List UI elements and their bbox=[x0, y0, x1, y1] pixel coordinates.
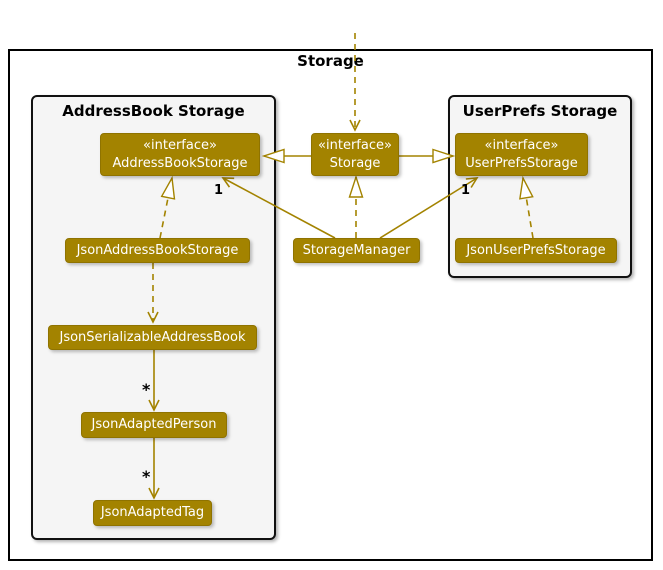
class-storagemanager: StorageManager bbox=[293, 238, 420, 263]
edge-jsonaddressbookstorage-implements bbox=[159, 178, 172, 239]
class-jsonserializableaddressbook-name: JsonSerializableAddressBook bbox=[59, 329, 246, 345]
frame-title: Storage bbox=[297, 52, 364, 70]
class-jsonuserprefsstorage-name: JsonUserPrefsStorage bbox=[466, 242, 606, 258]
package-addressbook-storage-title: AddressBook Storage bbox=[62, 102, 245, 120]
class-jsonadaptedtag: JsonAdaptedTag bbox=[93, 500, 212, 526]
class-jsonserializableaddressbook: JsonSerializableAddressBook bbox=[48, 325, 257, 350]
class-addressbookstorage-name: AddressBookStorage bbox=[112, 155, 248, 171]
class-storagemanager-name: StorageManager bbox=[302, 242, 411, 258]
class-userprefsstorage-name: UserPrefsStorage bbox=[465, 155, 578, 171]
package-userprefs-storage-title: UserPrefs Storage bbox=[462, 102, 618, 120]
multiplicity-serializable-person: * bbox=[142, 380, 151, 399]
class-jsonadaptedperson-name: JsonAdaptedPerson bbox=[91, 417, 217, 432]
class-jsonuserprefsstorage: JsonUserPrefsStorage bbox=[455, 238, 617, 263]
multiplicity-manager-userprefs: 1 bbox=[461, 183, 471, 198]
class-userprefsstorage-interface: «interface» UserPrefsStorage bbox=[455, 133, 588, 176]
class-storage-stereotype: «interface» bbox=[318, 137, 392, 153]
storage-frame bbox=[8, 49, 653, 561]
class-storage-name: Storage bbox=[329, 155, 381, 171]
multiplicity-person-tag: * bbox=[142, 467, 151, 486]
class-addressbookstorage-interface: «interface» AddressBookStorage bbox=[100, 133, 260, 176]
edge-storagemanager-assoc-userprefsstorage bbox=[379, 177, 479, 239]
class-jsonadaptedtag-name: JsonAdaptedTag bbox=[100, 505, 205, 520]
class-userprefsstorage-stereotype: «interface» bbox=[484, 137, 559, 153]
multiplicity-manager-addressbook: 1 bbox=[214, 183, 224, 198]
class-jsonadaptedperson: JsonAdaptedPerson bbox=[81, 412, 227, 438]
class-addressbookstorage-stereotype: «interface» bbox=[143, 137, 217, 153]
edge-storagemanager-assoc-addressbookstorage bbox=[221, 177, 336, 239]
class-jsonaddressbookstorage-name: JsonAddressBookStorage bbox=[76, 242, 239, 258]
class-storage-interface: «interface» Storage bbox=[311, 133, 399, 176]
class-jsonaddressbookstorage: JsonAddressBookStorage bbox=[65, 238, 250, 263]
edge-jsonuserprefsstorage-implements bbox=[523, 178, 534, 239]
